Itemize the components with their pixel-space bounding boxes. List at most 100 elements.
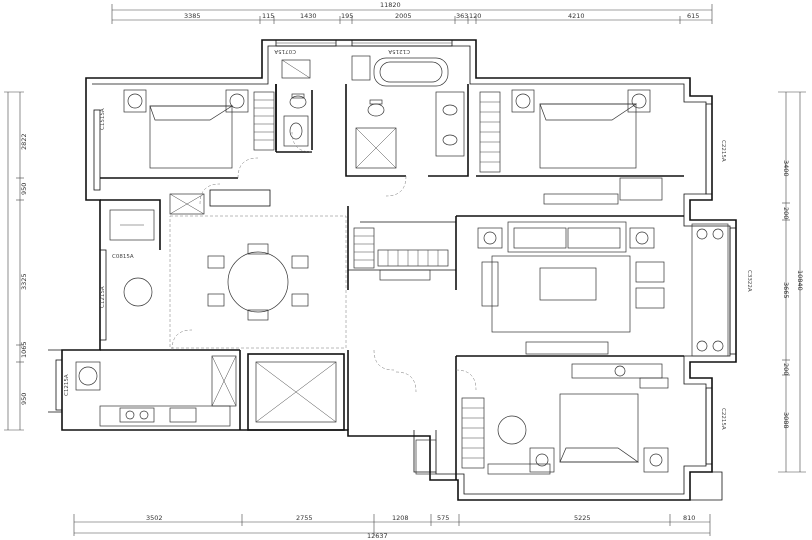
partition — [209, 189, 271, 207]
sofa — [507, 221, 627, 253]
top-dimension-line: 11820 3385 115 1430 195 2005 363 120 421… — [111, 1, 713, 24]
bedroom-top-right — [479, 89, 663, 205]
window-tag-left-middle: C0815A — [112, 254, 134, 260]
dining-table — [227, 251, 289, 313]
nightstand — [123, 89, 147, 113]
stove — [119, 407, 155, 423]
left-dimension-line: 2822 950 3325 1065 950 — [4, 91, 28, 431]
bottom-dim-2: 2755 — [296, 514, 313, 522]
bottom-dim-5: 5225 — [574, 514, 591, 522]
kitchen — [75, 355, 237, 427]
top-total-dim: 11820 — [380, 1, 401, 9]
shoe-cabinet — [169, 193, 205, 215]
right-dim-5: 3088 — [782, 412, 790, 429]
chair — [123, 277, 153, 307]
top-dim-4: 195 — [341, 12, 353, 20]
bottom-dim-3: 1208 — [392, 514, 409, 522]
top-dim-2: 115 — [262, 12, 274, 20]
tv-cabinet — [571, 363, 663, 379]
right-dim-1: 3400 — [782, 160, 790, 177]
top-dim-6: 363 — [456, 12, 468, 20]
bedroom-top-left — [123, 89, 275, 179]
cabinet — [351, 55, 371, 81]
nightstand — [225, 89, 249, 113]
bathroom-left — [281, 59, 311, 147]
closet-area — [353, 227, 449, 281]
side-table — [477, 227, 503, 249]
window-tag-right-lower: C2215A — [720, 408, 726, 430]
bottom-total-dim: 12637 — [367, 532, 388, 540]
right-dimension-line: 3400 200 3665 200 3088 10840 — [778, 91, 806, 473]
top-dim-3: 1430 — [300, 12, 317, 20]
armchair — [497, 415, 527, 445]
lounge-chair — [619, 177, 663, 201]
washing-machine — [78, 366, 98, 386]
bathtub — [373, 57, 449, 87]
counter — [99, 405, 231, 427]
toilet — [289, 95, 307, 109]
dining-area — [109, 193, 347, 349]
toilet — [367, 103, 385, 117]
nightstand — [643, 447, 669, 473]
nightstand — [511, 89, 535, 113]
bed — [559, 393, 639, 463]
balcony — [691, 223, 729, 357]
left-dim-2: 950 — [20, 183, 28, 195]
elevator-shaft — [247, 349, 417, 431]
cabinet — [415, 439, 437, 475]
window-tags: C0715A C1215A C2215A C3322A C2215A C1515… — [64, 48, 752, 430]
window-tag-top-center: C1215A — [388, 48, 410, 54]
dining-chairs — [207, 243, 309, 321]
nightstand — [627, 89, 651, 113]
armchair — [635, 261, 665, 283]
coffee-table — [539, 267, 597, 301]
rug — [491, 255, 631, 333]
nightstand — [529, 447, 555, 473]
armchair — [635, 287, 665, 309]
vanity — [283, 115, 309, 147]
bench — [379, 269, 431, 281]
desk — [377, 249, 449, 267]
left-dim-1: 2822 — [20, 133, 28, 150]
shower — [281, 59, 311, 79]
left-dim-3: 3325 — [20, 273, 28, 290]
window-tag-left-middle2: C1215A — [100, 286, 106, 308]
right-dim-2: 200 — [782, 207, 790, 219]
window-tag-right-middle: C3322A — [746, 270, 752, 292]
double-vanity — [435, 91, 465, 157]
wardrobe — [253, 91, 275, 151]
bottom-dim-1: 3502 — [146, 514, 163, 522]
right-dim-3: 3665 — [782, 282, 790, 299]
tall-cabinet — [211, 355, 237, 407]
right-dim-4: 200 — [782, 363, 790, 375]
tv-cabinet — [543, 193, 619, 205]
window-tag-left-lower: C1215A — [64, 374, 70, 396]
closet-shelf — [353, 227, 375, 269]
right-total-dim: 10840 — [796, 270, 804, 291]
sideboard — [109, 209, 155, 241]
bathroom-center — [351, 55, 465, 197]
desk — [639, 377, 669, 389]
wardrobe — [461, 397, 485, 469]
bottom-dim-6: 810 — [683, 514, 695, 522]
bedroom-bottom-right — [455, 363, 669, 475]
bed — [149, 105, 233, 169]
shelf — [487, 463, 551, 475]
bottom-dimension-line: 3502 2755 1208 575 5225 810 12637 — [73, 514, 711, 540]
outer-walls — [48, 39, 737, 501]
window-tag-left-upper: C1515A — [100, 108, 106, 130]
top-dim-5: 2005 — [395, 12, 412, 20]
bottom-dim-4: 575 — [437, 514, 449, 522]
top-dim-8: 4210 — [568, 12, 585, 20]
left-dim-5: 950 — [20, 393, 28, 405]
window-tag-top-left: C0715A — [274, 48, 296, 54]
tv-cabinet — [525, 341, 609, 355]
window-tag-right-upper: C2215A — [720, 140, 726, 162]
living-room — [477, 221, 729, 357]
side-table — [629, 227, 655, 249]
top-dim-7: 120 — [469, 12, 481, 20]
top-dim-9: 615 — [687, 12, 699, 20]
door-swings — [171, 131, 437, 475]
top-dim-1: 3385 — [184, 12, 201, 20]
